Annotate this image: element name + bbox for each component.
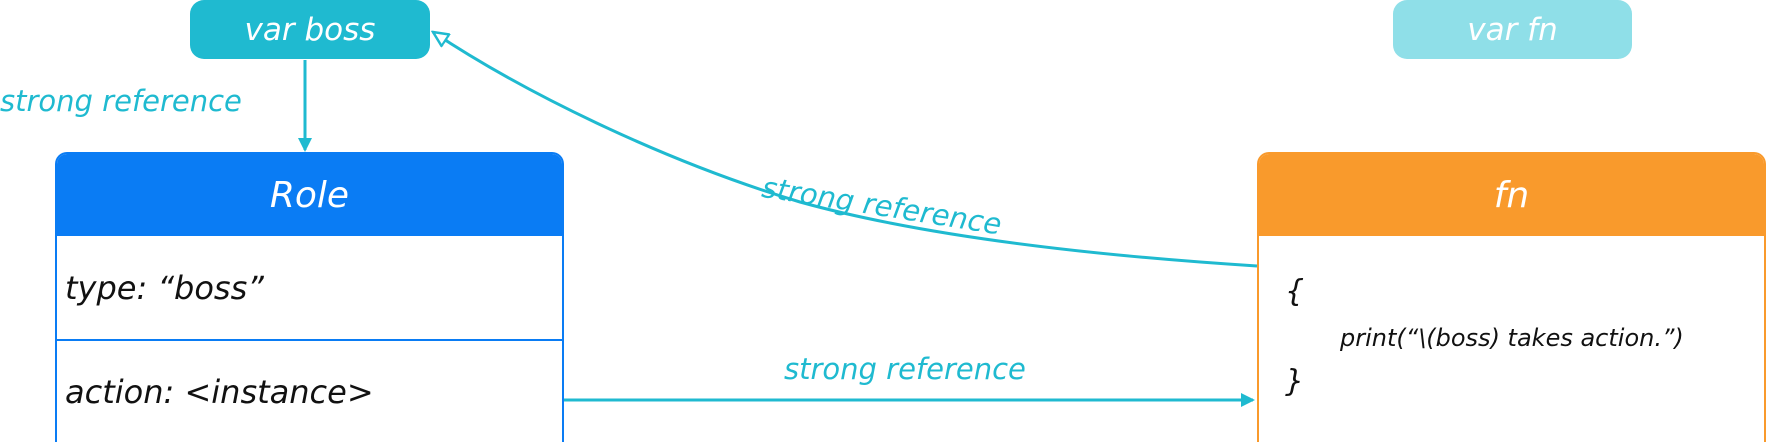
edge-label-boss-to-role: strong reference (0, 84, 242, 118)
role-title: Role (57, 154, 562, 236)
edge-label-role-to-fn: strong reference (784, 352, 1026, 386)
var-boss-node: var boss (190, 0, 430, 59)
role-action-field: action: <instance> (57, 339, 562, 442)
role-type-field: type: “boss” (65, 268, 264, 307)
role-class-box: Role type: “boss” action: <instance> (55, 152, 564, 442)
code-print-statement: print(“\(boss) takes action.”) (1340, 324, 1684, 352)
fn-title: fn (1259, 154, 1764, 236)
edge-label-fn-to-boss: strong reference (759, 170, 1004, 242)
code-close-brace: } (1285, 364, 1305, 399)
code-open-brace: { (1285, 274, 1305, 309)
var-fn-node: var fn (1393, 0, 1632, 59)
fn-closure-box: fn { print(“\(boss) takes action.”) } (1257, 152, 1766, 442)
